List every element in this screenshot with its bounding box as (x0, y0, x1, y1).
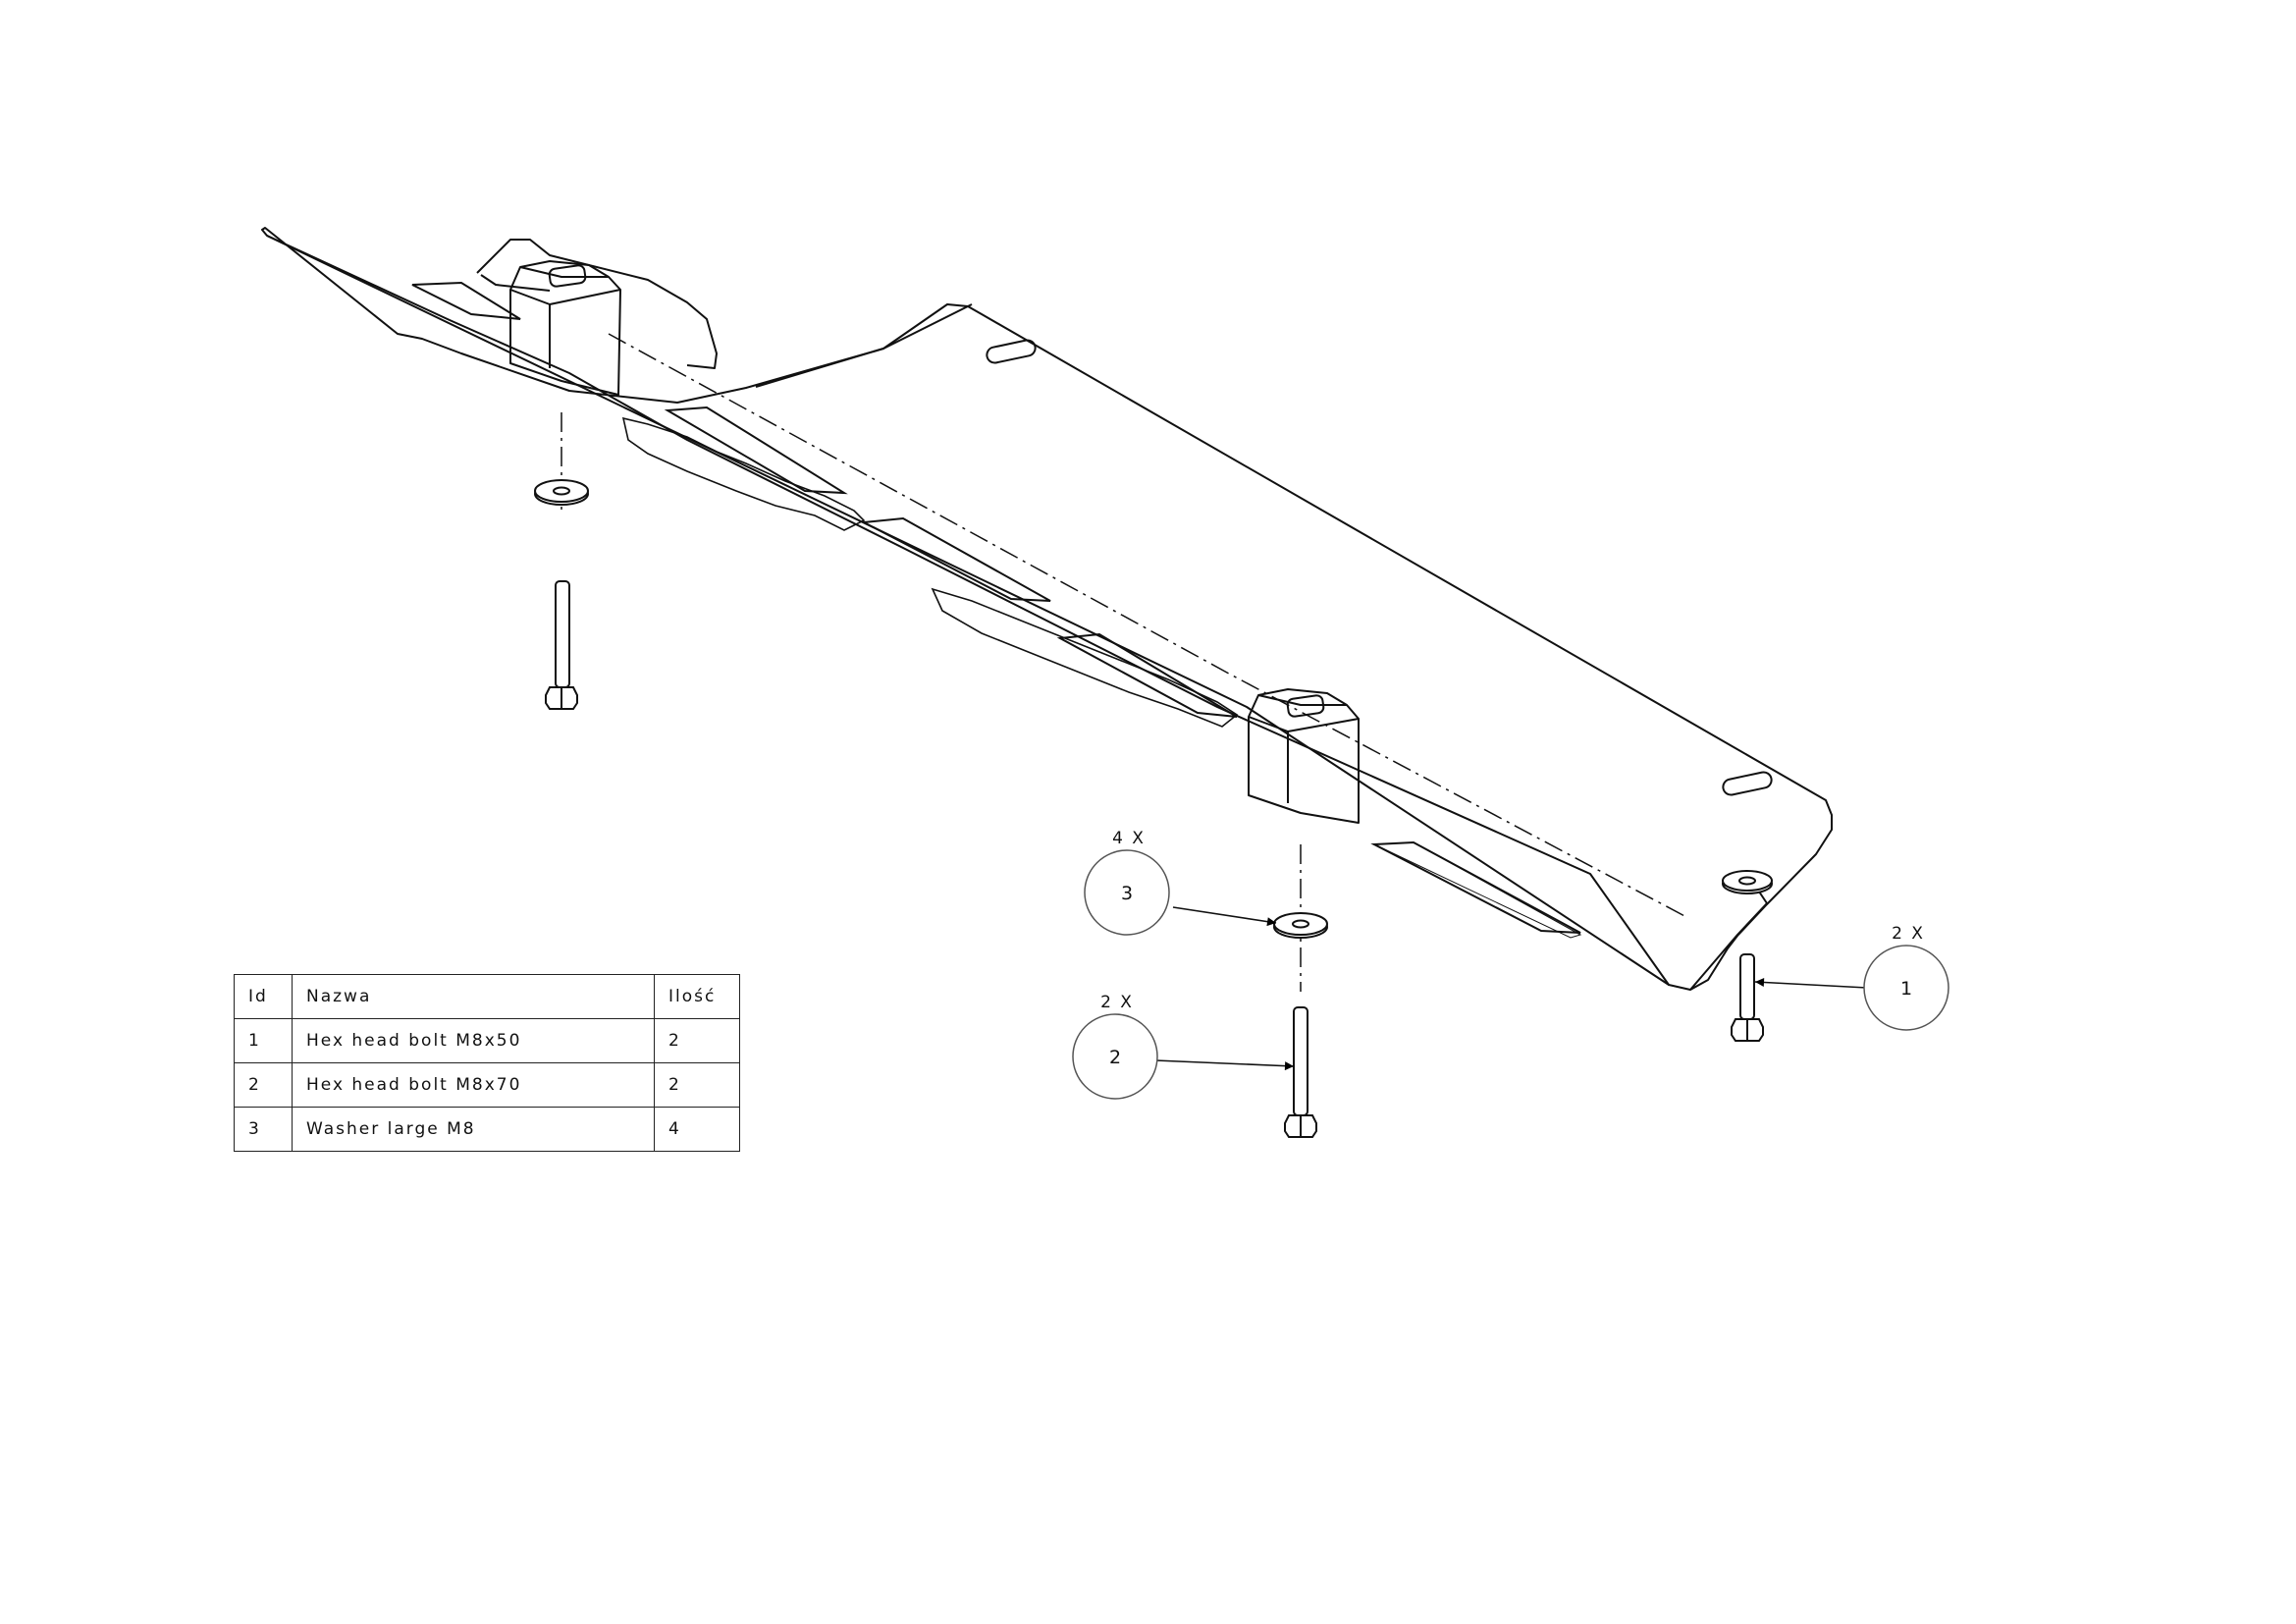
plate-slots (411, 281, 1773, 939)
row-name: Washer large M8 (292, 1107, 655, 1152)
bolt-lower (1284, 1006, 1317, 1138)
row-qty: 2 (654, 1018, 740, 1063)
callout-2-number: 2 (1109, 1047, 1121, 1068)
row-name: Hex head bolt M8x70 (292, 1062, 655, 1108)
row-id: 2 (234, 1062, 293, 1108)
washer-right (1722, 870, 1773, 894)
row-id: 1 (234, 1018, 293, 1063)
row-qty: 4 (654, 1107, 740, 1152)
row-qty: 2 (654, 1062, 740, 1108)
table-row: 3 Washer large M8 4 (234, 1107, 740, 1152)
table-header-row: Id Nazwa Ilość (234, 974, 740, 1019)
bolt-upper (545, 580, 578, 710)
bracket-front (1248, 688, 1360, 824)
callout-1-quantity: 2 X (1892, 924, 1925, 944)
leader-callout-2 (1154, 1059, 1295, 1071)
bolt-right (1731, 953, 1764, 1042)
callout-1-number: 1 (1900, 978, 1912, 1000)
mounting-slot-front (1722, 771, 1773, 796)
row-name: Hex head bolt M8x50 (292, 1018, 655, 1063)
washer-upper (534, 479, 589, 506)
row-id: 3 (234, 1107, 293, 1152)
callout-1: 1 2 X (1863, 924, 1949, 1031)
parts-list-table: Id Nazwa Ilość 1 Hex head bolt M8x50 2 2… (234, 974, 740, 1152)
header-qty: Ilość (654, 974, 740, 1019)
table-row: 1 Hex head bolt M8x50 2 (234, 1018, 740, 1063)
cut-out-lettering (621, 416, 1239, 728)
callout-3: 3 4 X (1084, 829, 1170, 936)
callout-3-number: 3 (1121, 883, 1133, 904)
table-row: 2 Hex head bolt M8x70 2 (234, 1062, 740, 1108)
leader-callout-3 (1172, 906, 1277, 927)
header-id: Id (234, 974, 293, 1019)
mounting-slot-rear (986, 339, 1037, 364)
bracket-rear (509, 260, 621, 396)
leader-lines (1154, 906, 1868, 1071)
header-name: Nazwa (292, 974, 655, 1019)
callout-2: 2 2 X (1072, 993, 1158, 1100)
leader-callout-1 (1754, 977, 1868, 989)
skid-plate (261, 227, 1833, 991)
callout-3-quantity: 4 X (1112, 829, 1146, 848)
washer-lower (1273, 912, 1328, 939)
callout-2-quantity: 2 X (1100, 993, 1134, 1012)
